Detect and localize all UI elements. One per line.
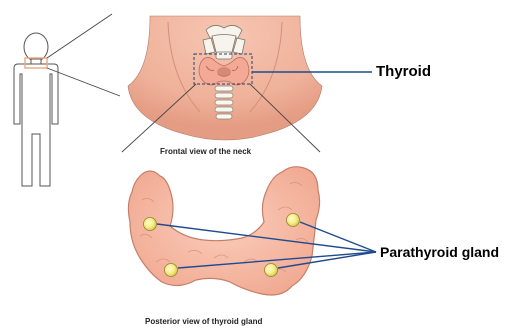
parathyroid-gland-label: Parathyroid gland [380,244,499,260]
parathyroid-gland-upper-right [287,214,300,227]
thyroid-posterior [128,167,319,295]
frontal-view-caption: Frontal view of the neck [160,147,251,156]
parathyroid-gland-lower-left [165,264,178,277]
zoom-line-upper [47,14,112,58]
thyroid-isthmus [217,67,231,77]
trachea [215,86,233,119]
parathyroid-gland-upper-left [144,218,157,231]
human-silhouette-icon [14,33,58,186]
parathyroid-gland-lower-right [265,264,278,277]
posterior-view-caption: Posterior view of thyroid gland [145,317,262,326]
thyroid-label: Thyroid [376,63,431,80]
